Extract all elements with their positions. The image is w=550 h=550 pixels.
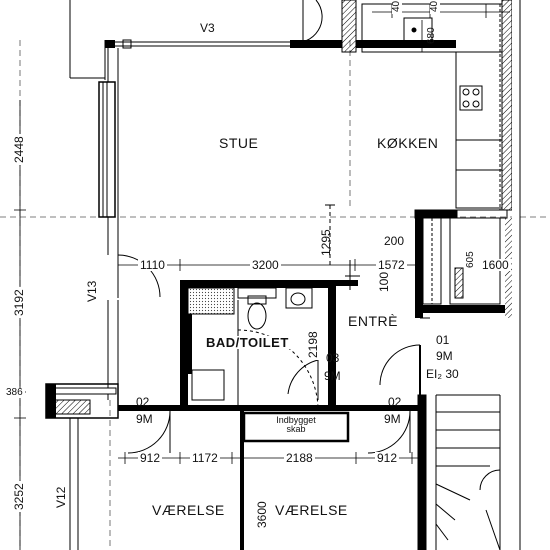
kitchen-counter bbox=[361, 0, 513, 211]
dimension-605: 605 bbox=[465, 251, 476, 268]
axis-lines bbox=[0, 40, 550, 550]
dimension-1110: 1110 bbox=[138, 258, 167, 272]
window-label-left: V13 bbox=[85, 280, 99, 302]
dimension-40-a: 40 bbox=[391, 0, 402, 14]
cabinet-line-2: skab bbox=[286, 424, 306, 435]
dimension-3192: 3192 bbox=[12, 287, 26, 318]
dimension-3200: 3200 bbox=[250, 258, 281, 272]
room-label-kokken: KØKKEN bbox=[377, 135, 439, 151]
dimension-386: 386 bbox=[4, 387, 25, 398]
built-in-cabinet-label: Indbygget skab bbox=[248, 415, 344, 435]
right-edge-wall bbox=[512, 0, 521, 550]
dimension-1295: 1295 bbox=[319, 229, 333, 256]
door-03-rating: 9M bbox=[324, 369, 341, 383]
cabinet-line-1: Indbygget bbox=[276, 415, 316, 425]
top-wall bbox=[105, 0, 456, 53]
left-wall-living bbox=[98, 48, 119, 255]
room-label-bad-toilet: BAD/TOILET bbox=[204, 335, 291, 350]
dimension-2448: 2448 bbox=[12, 134, 26, 165]
door-02-left-rating: 9M bbox=[136, 412, 153, 426]
room-label-entre: ENTRÈ bbox=[348, 313, 398, 329]
dimension-200: 200 bbox=[384, 234, 405, 248]
bedroom-top-wall bbox=[118, 405, 418, 550]
dimension-1600: 1600 bbox=[480, 258, 511, 272]
door-02-left-number: 02 bbox=[136, 395, 150, 409]
dimension-line-row-2 bbox=[118, 452, 420, 464]
door-02-right-rating: 9M bbox=[384, 412, 401, 426]
left-door-v13 bbox=[107, 254, 161, 400]
door-01-class: EI₂ 30 bbox=[426, 367, 459, 381]
door-02-right-number: 02 bbox=[388, 395, 402, 409]
dimension-912-right: 912 bbox=[375, 451, 400, 465]
dimension-1172: 1172 bbox=[190, 451, 220, 465]
dimension-40-b: 40 bbox=[429, 0, 440, 14]
dimension-3252: 3252 bbox=[12, 481, 26, 512]
dimension-2188: 2188 bbox=[284, 451, 315, 465]
window-label-bottom-left: V12 bbox=[54, 486, 68, 508]
dimension-1572: 1572 bbox=[376, 258, 407, 272]
door-01-rating: 9M bbox=[436, 349, 453, 363]
door-01-number: 01 bbox=[436, 333, 450, 347]
room-label-vaerelse-right: VÆRELSE bbox=[275, 502, 348, 518]
room-label-stue: STUE bbox=[219, 135, 259, 151]
dimension-2198: 2198 bbox=[306, 329, 320, 360]
bathroom-walls bbox=[180, 280, 358, 411]
left-lower-wall bbox=[45, 383, 119, 550]
door-03-number: 03 bbox=[326, 351, 340, 365]
dimension-912-left: 912 bbox=[138, 451, 163, 465]
dimension-3600: 3600 bbox=[255, 501, 269, 528]
dimension-100: 100 bbox=[377, 271, 391, 292]
staircase bbox=[417, 394, 501, 550]
dimension-680: 680 bbox=[426, 27, 437, 44]
window-label-top: V3 bbox=[200, 21, 215, 35]
top-left-wall bbox=[69, 0, 106, 80]
room-label-vaerelse-left: VÆRELSE bbox=[152, 502, 225, 518]
